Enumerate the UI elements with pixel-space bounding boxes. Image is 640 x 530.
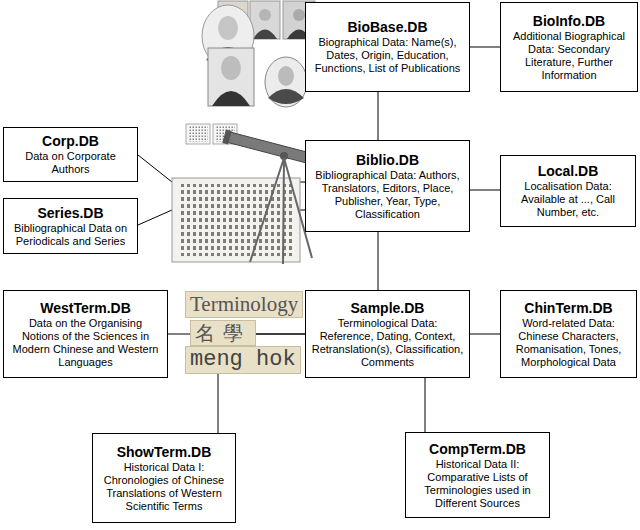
database-box: Sample.DBTerminological Data: Reference,… xyxy=(305,290,470,378)
database-box: Corp.DBData on Corporate Authors xyxy=(3,127,138,182)
database-box: BioInfo.DBAdditional Biographical Data: … xyxy=(500,2,638,92)
database-description: Historical Data I: Chronologies of Chine… xyxy=(98,461,230,513)
chinese-term: 名學 xyxy=(190,320,256,346)
database-name: WestTerm.DB xyxy=(40,300,131,317)
portrait-group xyxy=(202,1,315,107)
portrait-body xyxy=(268,89,304,104)
database-box: WestTerm.DBData on the Organising Notion… xyxy=(3,290,168,378)
database-box: ChinTerm.DBWord-related Data: Chinese Ch… xyxy=(500,290,637,378)
database-description: Data on the Organising Notions of the Sc… xyxy=(9,317,162,369)
database-name: CompTerm.DB xyxy=(429,441,526,458)
database-description: Word-related Data: Chinese Characters, R… xyxy=(506,317,631,369)
book-page-text xyxy=(188,126,208,142)
database-name: Biblio.DB xyxy=(356,152,419,169)
database-name: Corp.DB xyxy=(42,133,99,150)
portrait-body xyxy=(253,30,277,40)
portrait-frame xyxy=(250,1,280,39)
portrait-head xyxy=(278,66,294,86)
database-description: Bibliographical Data on Periodicals and … xyxy=(9,222,132,248)
database-description: Localisation Data: Available at ..., Cal… xyxy=(506,180,630,219)
connector-line xyxy=(470,334,500,335)
database-description: Data on Corporate Authors xyxy=(9,150,132,176)
scanned-page-text xyxy=(178,184,294,256)
database-box: Biblio.DBBibliographical Data: Authors, … xyxy=(305,140,470,232)
portrait-frame xyxy=(208,48,254,106)
portrait-frame xyxy=(265,57,307,107)
connector-line xyxy=(470,190,500,191)
database-box: Local.DBLocalisation Data: Available at … xyxy=(500,155,636,227)
database-box: BioBase.DBBiographical Data: Name(s), Da… xyxy=(305,2,470,92)
database-box: Series.DBBibliographical Data on Periodi… xyxy=(3,198,138,254)
portrait-head xyxy=(259,9,271,21)
connector-line xyxy=(470,47,500,48)
connector-line xyxy=(378,232,379,290)
database-description: Biographical Data: Name(s), Dates, Origi… xyxy=(311,36,464,75)
database-description: Additional Biographical Data: Secondary … xyxy=(506,30,632,82)
tripod-leg xyxy=(250,158,284,262)
database-box: CompTerm.DBHistorical Data II: Comparati… xyxy=(405,432,550,518)
connector-line xyxy=(378,92,379,140)
connector-line xyxy=(425,378,426,432)
database-name: ShowTerm.DB xyxy=(117,444,212,461)
portrait-head xyxy=(218,16,238,40)
database-description: Terminological Data: Reference, Dating, … xyxy=(311,317,464,369)
database-name: BioBase.DB xyxy=(347,19,427,36)
portrait-body xyxy=(212,91,250,106)
database-name: Local.DB xyxy=(538,163,599,180)
database-name: ChinTerm.DB xyxy=(524,300,612,317)
romanised-term: meng hok xyxy=(185,346,301,374)
database-name: Sample.DB xyxy=(351,300,425,317)
scanned-page xyxy=(172,178,300,262)
telescope-eyepiece xyxy=(222,129,231,144)
database-name: Series.DB xyxy=(37,205,103,222)
tripod-leg xyxy=(283,158,284,264)
term-caption: Terminology xyxy=(185,291,303,318)
portrait-head xyxy=(293,9,305,21)
database-description: Historical Data II: Comparative Lists of… xyxy=(411,458,544,510)
portrait-head xyxy=(221,56,241,80)
book-page-thumbnail xyxy=(186,124,210,144)
database-name: BioInfo.DB xyxy=(533,13,605,30)
database-description: Bibliographical Data: Authors, Translato… xyxy=(311,169,464,221)
database-box: ShowTerm.DBHistorical Data I: Chronologi… xyxy=(92,433,236,523)
